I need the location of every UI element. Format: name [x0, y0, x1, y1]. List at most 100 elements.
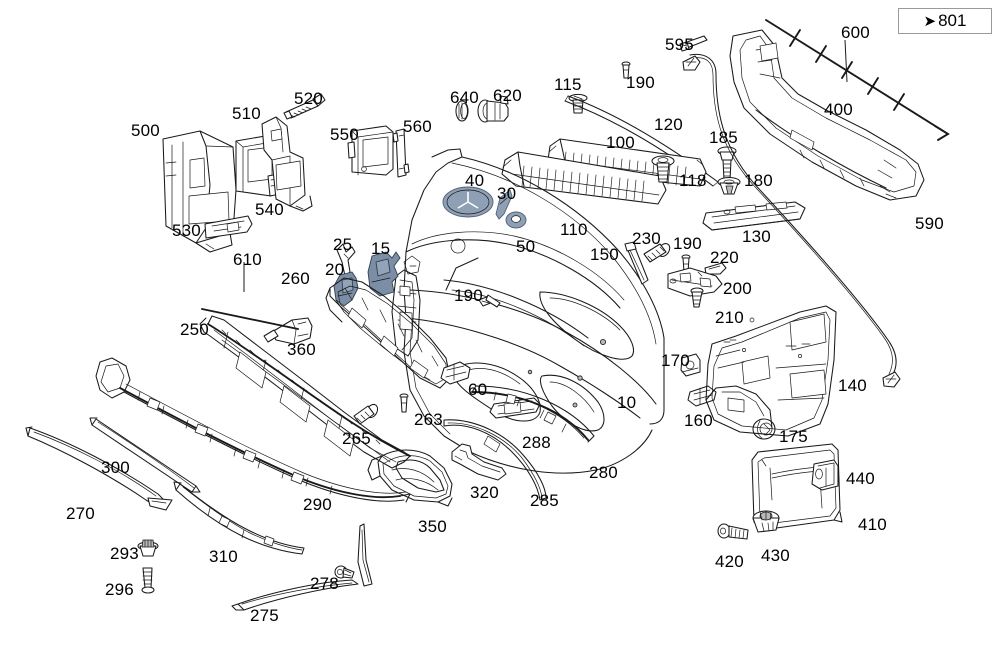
- callout-60: 60: [468, 380, 488, 399]
- callout-275: 275: [250, 606, 279, 625]
- part-430-nut: [752, 510, 780, 533]
- callout-290: 290: [303, 495, 332, 514]
- callout-420: 420: [715, 552, 744, 571]
- part-140-side-panel: [705, 305, 837, 437]
- part-278-corner-trim: [357, 523, 373, 587]
- callout-288: 288: [522, 433, 551, 452]
- part-160-clip: [687, 385, 717, 407]
- part-560-strip: [392, 128, 410, 178]
- part-40-emblem: [442, 186, 494, 218]
- part-270-strip: [25, 426, 173, 511]
- callout-180: 180: [744, 171, 773, 190]
- part-296-screw: [141, 567, 155, 594]
- part-520-screw: [283, 93, 326, 120]
- callout-610: 610: [233, 250, 262, 269]
- callout-250: 250: [180, 320, 209, 339]
- part-50-grommet: [505, 211, 527, 229]
- part-400-impact-bar: [729, 29, 925, 201]
- part-280-moulding: [471, 385, 595, 443]
- part-350-mesh-grille: [367, 449, 453, 507]
- part-595-clip: [679, 35, 708, 52]
- legend-code: 801: [938, 11, 967, 30]
- part-260-lower-frame: [325, 277, 451, 389]
- part-180-grommet: [717, 176, 741, 195]
- callout-265: 265: [342, 429, 371, 448]
- callout-170: 170: [661, 351, 690, 370]
- callout-350: 350: [418, 517, 447, 536]
- callout-310: 310: [209, 547, 238, 566]
- part-130-trim: [702, 201, 806, 231]
- callout-115: 115: [554, 75, 582, 94]
- callout-118: 118: [679, 171, 707, 190]
- callout-550: 550: [330, 125, 359, 144]
- arrow-right-icon: ➤: [923, 12, 937, 30]
- part-360-sensor: [263, 317, 313, 345]
- callout-10: 10: [617, 393, 637, 412]
- part-265-screw: [353, 403, 379, 425]
- part-590-cable: [682, 53, 901, 388]
- part-185-bolt: [717, 146, 737, 181]
- callout-190-right: 190: [673, 234, 702, 253]
- callout-620: 620: [493, 86, 522, 105]
- part-263-pin: [399, 393, 409, 413]
- part-550-housing: [347, 125, 394, 176]
- part-250-trim-frame: [199, 315, 411, 469]
- part-290-moulding: [95, 357, 411, 503]
- callout-230: 230: [632, 229, 661, 248]
- part-510-bracket: [261, 116, 313, 212]
- part-25-bracket: [336, 243, 356, 277]
- part-300-strip: [89, 417, 201, 493]
- callout-270: 270: [66, 504, 95, 523]
- callout-185: 185: [709, 128, 738, 147]
- callout-50: 50: [516, 237, 536, 256]
- callout-190-top: 190: [626, 73, 655, 92]
- part-310-strip: [173, 481, 305, 555]
- part-10-bumper-cover: [391, 148, 665, 474]
- callout-640: 640: [450, 88, 479, 107]
- callout-263: 263: [414, 410, 443, 429]
- callout-410: 410: [858, 515, 887, 534]
- callout-200: 200: [723, 279, 752, 298]
- callout-600: 600: [841, 23, 870, 42]
- callout-140: 140: [838, 376, 867, 395]
- part-420-screw: [717, 523, 749, 540]
- part-60-clip: [440, 361, 471, 385]
- callout-260: 260: [281, 269, 310, 288]
- part-118-screw: [651, 155, 675, 183]
- callout-278: 278: [310, 574, 339, 593]
- callout-360: 360: [287, 340, 316, 359]
- callout-320: 320: [470, 483, 499, 502]
- callout-300: 300: [101, 458, 130, 477]
- part-640-ring: [455, 100, 469, 122]
- legend-box: ➤801: [898, 8, 992, 34]
- callout-520: 520: [294, 89, 323, 108]
- part-275-strip: [231, 579, 359, 611]
- callout-100: 100: [606, 133, 635, 152]
- callout-293: 293: [110, 544, 139, 563]
- part-288-insert: [489, 397, 541, 419]
- callout-560: 560: [403, 117, 432, 136]
- part-200-bracket: [667, 267, 723, 297]
- callout-30: 30: [497, 184, 517, 203]
- part-190-pin-center: [478, 294, 501, 308]
- callout-160: 160: [684, 411, 713, 430]
- callout-120: 120: [654, 115, 683, 134]
- callout-595: 595: [665, 35, 694, 54]
- part-440-clip: [811, 459, 839, 491]
- callout-110: 110: [560, 220, 588, 239]
- callout-540: 540: [255, 200, 284, 219]
- callout-130: 130: [742, 227, 771, 246]
- part-150-rod: [624, 241, 649, 285]
- part-530-clip: [204, 215, 253, 239]
- callout-15: 15: [371, 239, 391, 258]
- part-15-clip-highlighted: [367, 251, 401, 297]
- callout-210: 210: [715, 308, 744, 327]
- callout-430: 430: [761, 546, 790, 565]
- callout-510: 510: [232, 104, 261, 123]
- callout-280: 280: [589, 463, 618, 482]
- callout-530: 530: [172, 221, 201, 240]
- part-600-section-line: [765, 19, 950, 141]
- callout-296: 296: [105, 580, 134, 599]
